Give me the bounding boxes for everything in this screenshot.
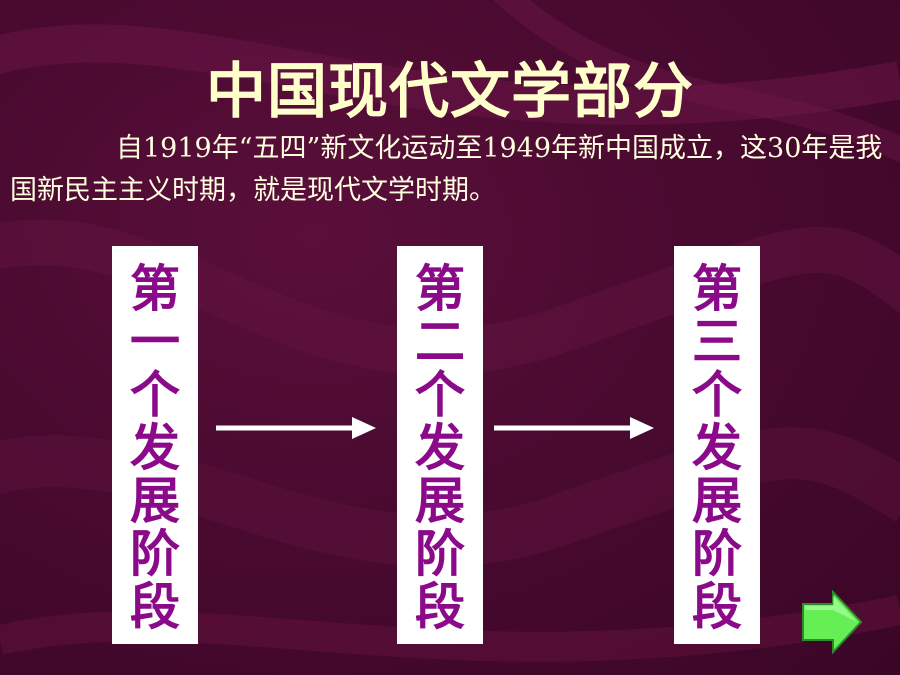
stage-label-2: 第二个发展阶段 <box>415 260 465 636</box>
stage-label-3: 第三个发展阶段 <box>692 260 742 636</box>
right-arrow-icon <box>216 417 376 439</box>
slide-title: 中国现代文学部分 <box>206 57 694 127</box>
stage-box-3: 第三个发展阶段 <box>674 246 760 644</box>
stage-box-1: 第一个发展阶段 <box>112 246 198 644</box>
stage-label-1: 第一个发展阶段 <box>130 260 180 636</box>
right-arrow-icon <box>494 417 654 439</box>
stage-box-2: 第二个发展阶段 <box>397 246 483 644</box>
next-slide-icon[interactable] <box>801 590 863 654</box>
intro-text: 自1919年“五四”新文化运动至1949年新中国成立，这30年是我国新民主主义时… <box>10 133 883 206</box>
